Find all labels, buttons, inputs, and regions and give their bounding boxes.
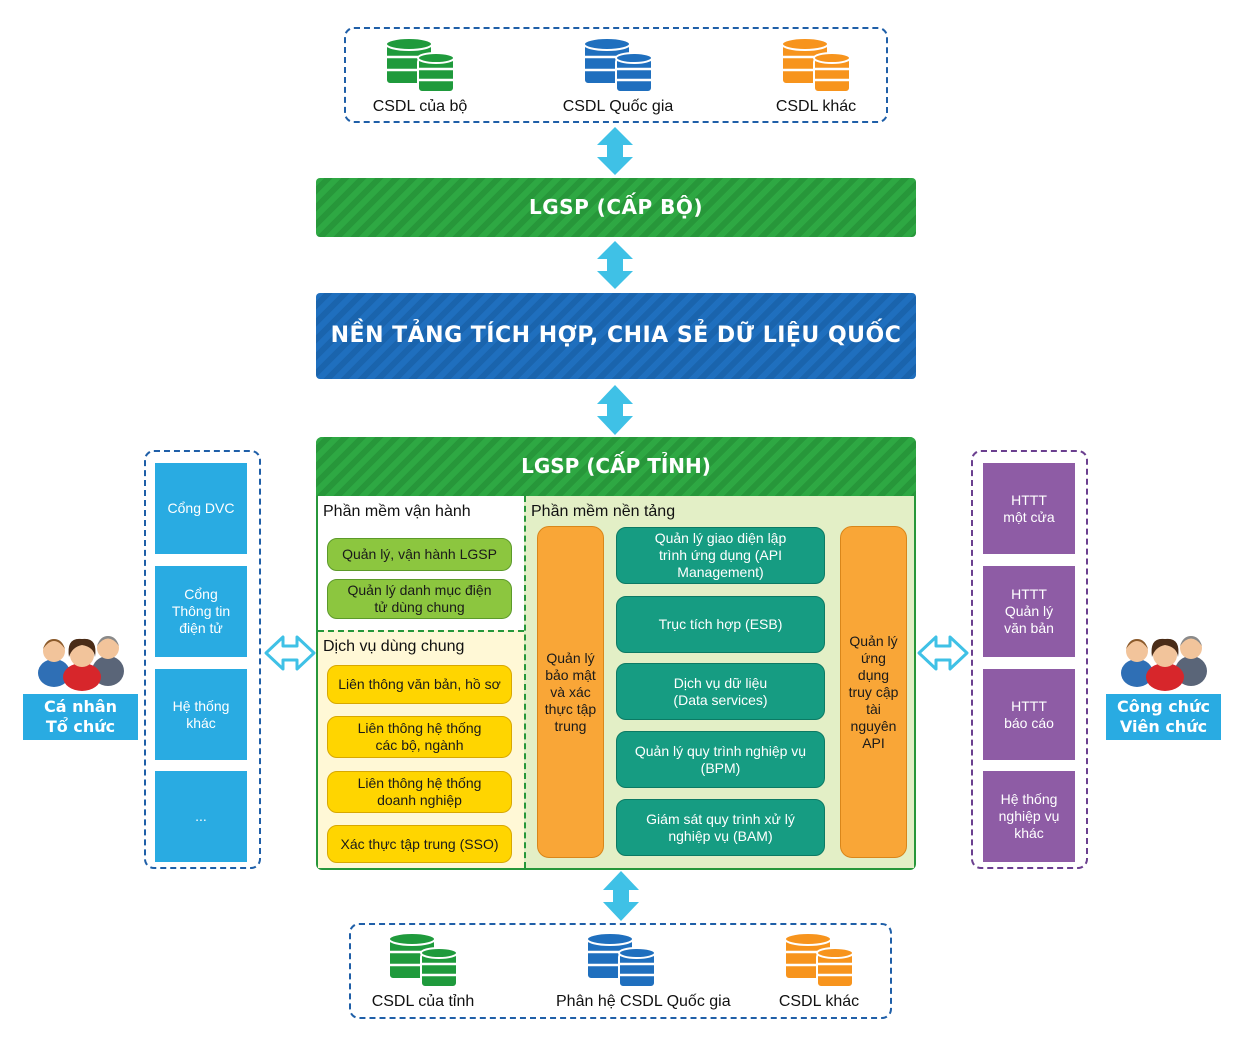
db-other: CSDL khác <box>751 36 881 116</box>
left-system-tile: Cổng Thông tin điện tử <box>155 566 247 657</box>
right-system-tile: HTTT một cửa <box>983 463 1075 554</box>
lgsp-bo-bar: LGSP (CẤP BỘ) <box>316 178 916 237</box>
lgsp-tinh-title: LGSP (CẤP TỈNH) <box>521 454 711 478</box>
shared-services-title: Dịch vụ dùng chung <box>323 638 465 655</box>
right-system-tile: HTTT Quản lý văn bản <box>983 566 1075 657</box>
security-column: Quản lý bảo mật và xác thực tập trung <box>537 526 604 858</box>
lgsp-bo-title: LGSP (CẤP BỘ) <box>529 195 703 219</box>
civil-servant-label-line2: Viên chức <box>1119 717 1208 736</box>
db-label: CSDL khác <box>775 98 857 115</box>
top-database-panel <box>344 27 888 123</box>
shared-service-item: Liên thông hệ thống các bộ, ngành <box>327 716 512 758</box>
national-platform-bar: NỀN TẢNG TÍCH HỢP, CHIA SẺ DỮ LIỆU QUỐC … <box>316 293 916 434</box>
db-label: CSDL của tỉnh <box>371 993 475 1010</box>
citizen-label-line2: Tổ chức <box>45 717 116 736</box>
shared-service-item: Liên thông hệ thống doanh nghiệp <box>327 771 512 813</box>
double-arrow-horizontal-icon <box>264 635 316 671</box>
db-national: CSDL Quốc gia <box>553 36 683 116</box>
double-arrow-vertical-icon <box>597 241 633 289</box>
db-national-subsystem: Phân hệ CSDL Quốc gia <box>556 931 731 1011</box>
double-arrow-vertical-icon <box>603 871 639 921</box>
left-systems-panel <box>144 450 261 869</box>
platform-item: Quản lý quy trình nghiệp vụ (BPM) <box>616 731 825 788</box>
national-platform-title: NỀN TẢNG TÍCH HỢP, CHIA SẺ DỮ LIỆU QUỐC … <box>330 323 902 434</box>
double-arrow-vertical-icon <box>597 385 633 435</box>
db-label: CSDL khác <box>778 993 860 1010</box>
api-access-column: Quản lý ứng dụng truy cập tài nguyên API <box>840 526 907 858</box>
left-system-tile: ... <box>155 771 247 862</box>
shared-service-item: Xác thực tập trung (SSO) <box>327 825 512 863</box>
platform-item: Quản lý giao diện lập trình ứng dụng (AP… <box>616 527 825 584</box>
operation-item: Quản lý, vận hành LGSP <box>327 538 512 571</box>
db-ministry: CSDL của bộ <box>355 36 485 116</box>
lgsp-tinh-bar: LGSP (CẤP TỈNH) <box>316 437 916 496</box>
platform-software-title: Phần mềm nền tảng <box>531 503 676 520</box>
right-systems-panel <box>971 450 1088 869</box>
operation-item: Quản lý danh mục điện tử dùng chung <box>327 579 512 619</box>
left-system-tile: Hệ thống khác <box>155 669 247 760</box>
double-arrow-vertical-icon <box>597 127 633 175</box>
operation-software-title: Phần mềm vận hành <box>323 503 471 520</box>
civil-servant-label: Công chức Viên chức <box>1106 694 1221 740</box>
db-label: CSDL Quốc gia <box>562 98 674 115</box>
database-icon <box>781 37 851 93</box>
left-system-tile: Cổng DVC <box>155 463 247 554</box>
platform-item: Dịch vụ dữ liệu (Data services) <box>616 663 825 720</box>
database-icon <box>586 932 656 988</box>
db-label: CSDL của bộ <box>372 98 468 115</box>
database-icon <box>784 932 854 988</box>
db-label: Phân hệ CSDL Quốc gia <box>556 993 731 1010</box>
database-icon <box>385 37 455 93</box>
db-other-bottom: CSDL khác <box>754 931 884 1011</box>
db-province: CSDL của tỉnh <box>358 931 488 1011</box>
platform-item: Trục tích hợp (ESB) <box>616 596 825 653</box>
shared-service-item: Liên thông văn bản, hồ sơ <box>327 665 512 704</box>
users-group-icon <box>38 636 124 691</box>
civil-servant-label-line1: Công chức <box>1117 697 1210 716</box>
database-icon <box>388 932 458 988</box>
users-group-icon <box>1121 636 1207 691</box>
right-system-tile: Hệ thống nghiệp vụ khác <box>983 771 1075 862</box>
database-icon <box>583 37 653 93</box>
platform-item: Giám sát quy trình xử lý nghiệp vụ (BAM) <box>616 799 825 856</box>
right-system-tile: HTTT báo cáo <box>983 669 1075 760</box>
bottom-database-panel <box>349 923 892 1019</box>
citizen-org-label: Cá nhân Tổ chức <box>23 694 138 740</box>
double-arrow-horizontal-icon <box>917 635 969 671</box>
citizen-label-line1: Cá nhân <box>43 697 118 716</box>
